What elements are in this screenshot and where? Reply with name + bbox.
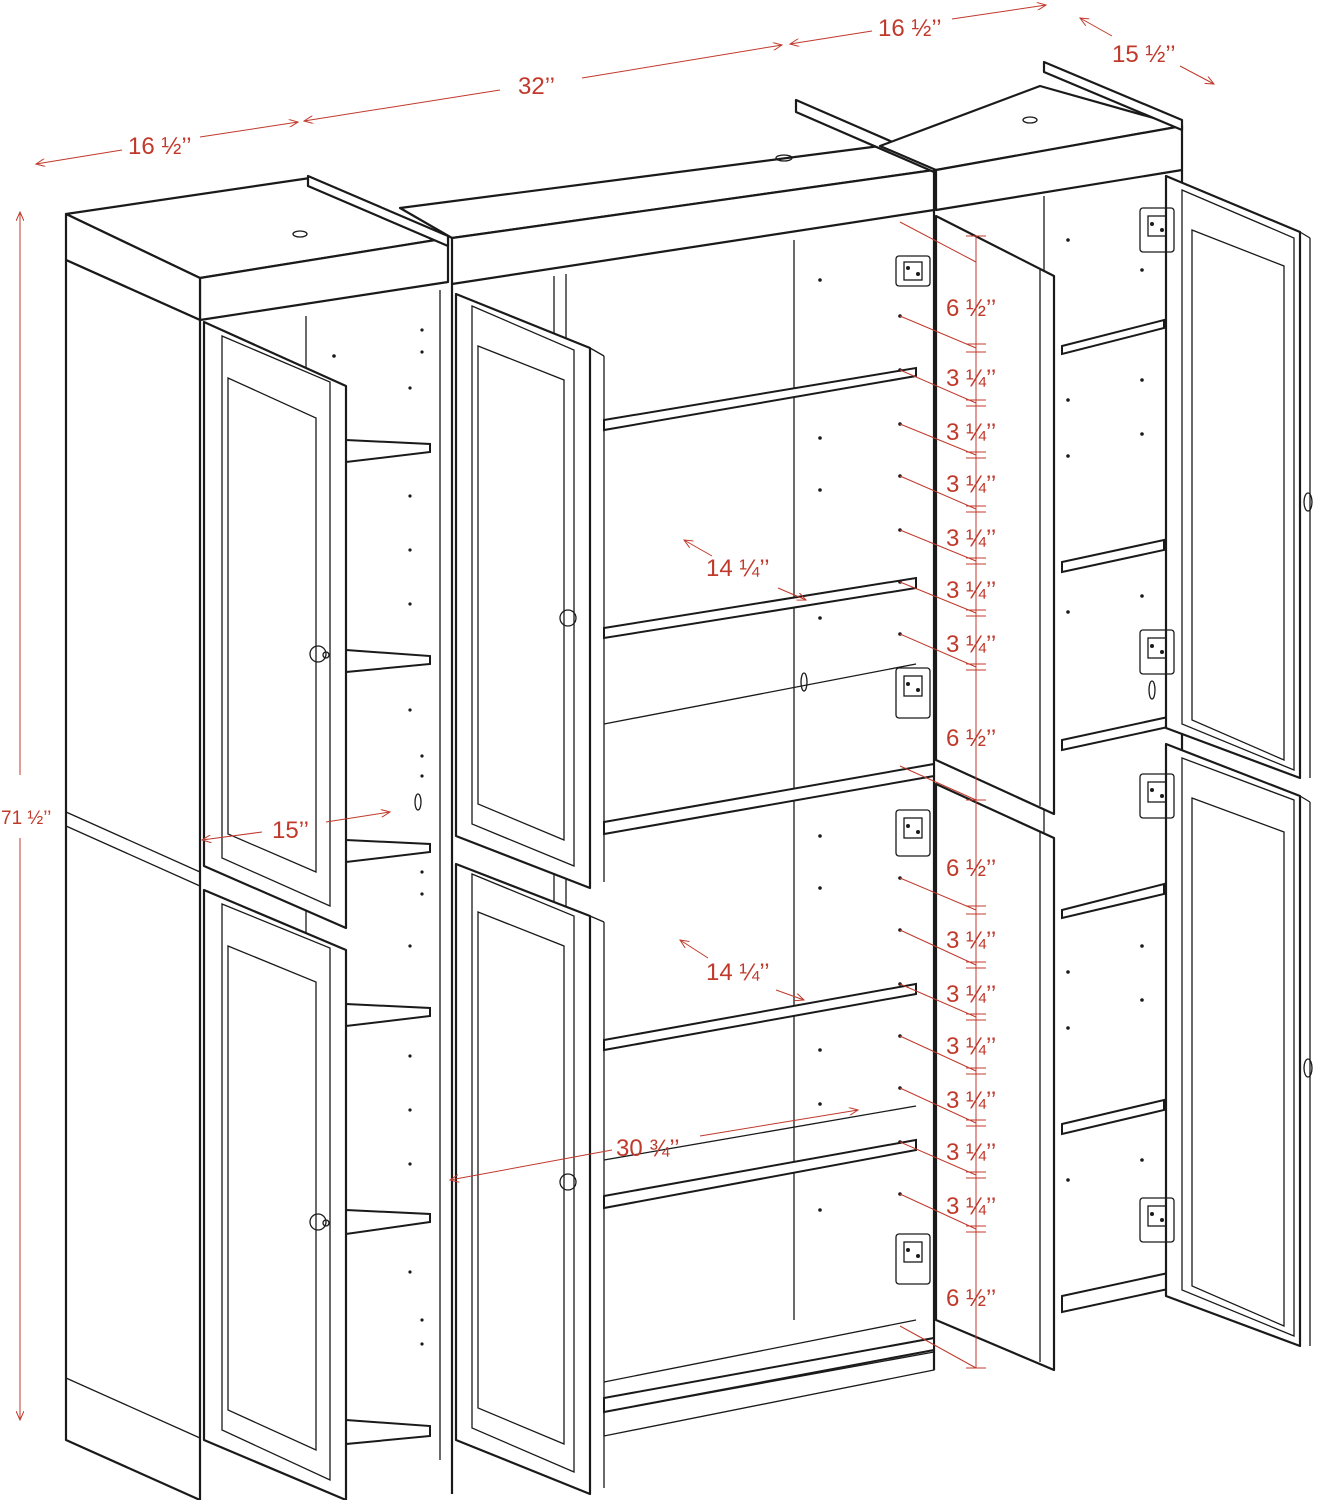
hinge-icons — [895, 207, 1175, 1285]
depth-label: 15 ½’’ — [1112, 41, 1176, 68]
spacing-upper-label: 3 ¼’’ — [946, 365, 996, 392]
spacing-lower-label: 3 ¼’’ — [946, 1193, 996, 1220]
left-width-label: 16 ½’’ — [128, 133, 192, 160]
right-width-label: 16 ½’’ — [878, 15, 942, 42]
dimension-labels: 16 ½’’ 32’’ 16 ½’’ 15 ½’’ 71 ½’’ 15’’ 14… — [1, 15, 1176, 1312]
spacing-upper-label: 6 ½’’ — [946, 725, 996, 752]
spacing-upper-label: 3 ¼’’ — [946, 525, 996, 552]
shelf-depth-lower-label: 14 ¼’’ — [706, 959, 770, 986]
middle-inner-width-label: 30 ¾’’ — [616, 1135, 680, 1162]
right-cabinet — [878, 60, 1313, 1372]
dimension-lines — [20, 5, 1214, 1420]
spacing-upper-label: 3 ¼’’ — [946, 419, 996, 446]
spacing-upper-label: 6 ½’’ — [946, 295, 996, 322]
spacing-lower-label: 6 ½’’ — [946, 1285, 996, 1312]
spacing-lower-label: 3 ¼’’ — [946, 1087, 996, 1114]
spacing-upper-label: 3 ¼’’ — [946, 631, 996, 658]
shelf-peg-holes — [898, 314, 902, 1196]
spacing-lower-label: 6 ½’’ — [946, 855, 996, 882]
shelf-depth-upper-label: 14 ¼’’ — [706, 555, 770, 582]
spacing-upper-label: 3 ¼’’ — [946, 471, 996, 498]
total-height-label: 71 ½’’ — [1, 808, 51, 829]
spacing-lower-label: 3 ¼’’ — [946, 981, 996, 1008]
inner-depth-label: 15’’ — [272, 817, 309, 844]
left-cabinet — [64, 174, 450, 1500]
spacing-lower-label: 3 ¼’’ — [946, 1033, 996, 1060]
middle-cabinet — [398, 98, 936, 1496]
middle-width-label: 32’’ — [518, 73, 555, 100]
spacing-upper-label: 3 ¼’’ — [946, 577, 996, 604]
spacing-lower-label: 3 ¼’’ — [946, 927, 996, 954]
spacing-lower-label: 3 ¼’’ — [946, 1139, 996, 1166]
